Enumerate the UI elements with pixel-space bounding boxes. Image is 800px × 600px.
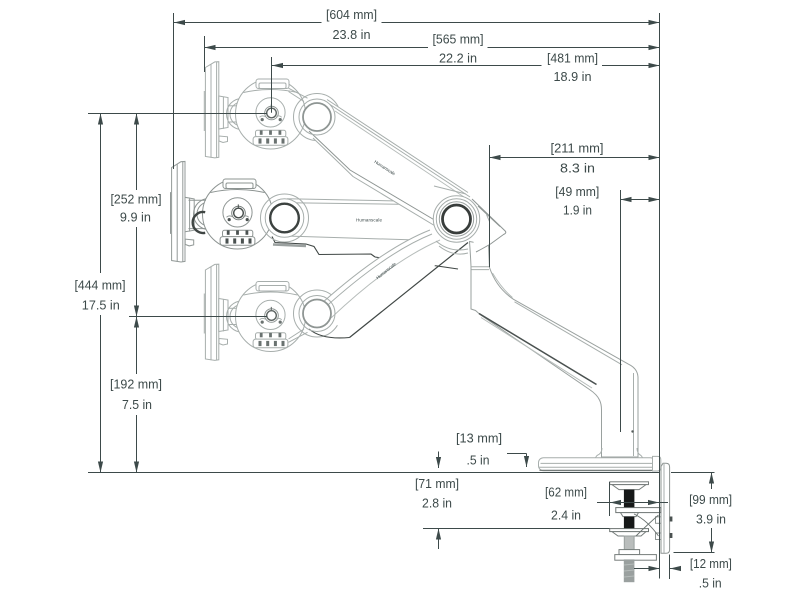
svg-text:.5 in: .5 in xyxy=(699,576,722,591)
svg-text:.5 in: .5 in xyxy=(467,452,490,467)
svg-text:1.9 in: 1.9 in xyxy=(563,203,592,218)
svg-text:[49 mm]: [49 mm] xyxy=(555,184,599,199)
svg-text:17.5 in: 17.5 in xyxy=(82,297,120,312)
svg-text:[481 mm]: [481 mm] xyxy=(547,50,598,65)
svg-text:23.8 in: 23.8 in xyxy=(333,27,371,42)
svg-text:[444 mm]: [444 mm] xyxy=(75,278,126,293)
svg-text:[13 mm]: [13 mm] xyxy=(456,431,502,446)
svg-text:3.9 in: 3.9 in xyxy=(696,511,726,526)
svg-text:[99 mm]: [99 mm] xyxy=(689,492,732,507)
svg-text:[62 mm]: [62 mm] xyxy=(545,485,587,500)
svg-text:[211 mm]: [211 mm] xyxy=(551,141,604,156)
svg-text:Humanscale: Humanscale xyxy=(356,218,382,223)
svg-text:18.9 in: 18.9 in xyxy=(554,69,592,84)
svg-text:[604 mm]: [604 mm] xyxy=(326,7,377,22)
svg-text:2.8 in: 2.8 in xyxy=(422,496,452,511)
svg-text:[252 mm]: [252 mm] xyxy=(111,191,162,206)
svg-text:8.3 in: 8.3 in xyxy=(560,161,595,176)
svg-text:[12 mm]: [12 mm] xyxy=(690,556,732,571)
svg-text:[192 mm]: [192 mm] xyxy=(110,377,162,392)
svg-text:[565 mm]: [565 mm] xyxy=(433,32,484,47)
svg-text:9.9 in: 9.9 in xyxy=(120,210,151,225)
svg-text:7.5 in: 7.5 in xyxy=(122,397,152,412)
svg-text:[71 mm]: [71 mm] xyxy=(415,476,459,491)
svg-text:2.4 in: 2.4 in xyxy=(551,508,581,523)
svg-text:22.2 in: 22.2 in xyxy=(439,50,477,65)
